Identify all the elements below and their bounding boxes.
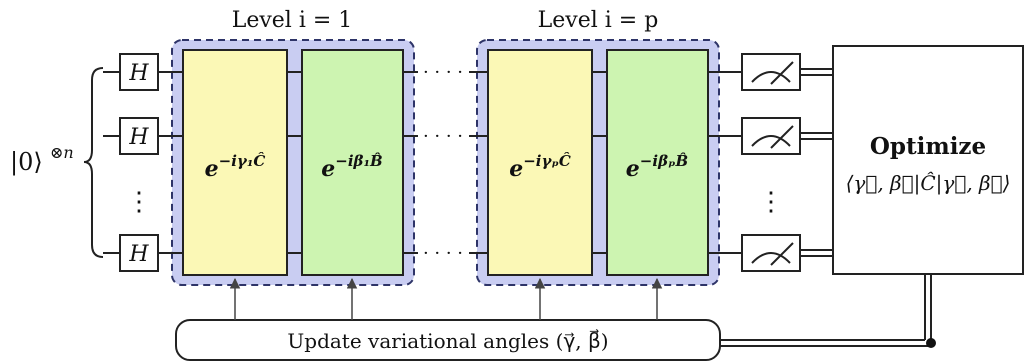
qubit-wires <box>103 71 742 254</box>
svg-text:H: H <box>128 125 149 150</box>
measurement-meter-icon <box>741 117 801 155</box>
horizontal-ellipsis: · · · · <box>423 62 463 83</box>
input-brace <box>83 67 104 258</box>
input-state-ket: |0⟩ <box>10 148 43 177</box>
update-angles-box <box>175 319 721 361</box>
optimizer-box <box>832 45 1024 275</box>
hadamard-gate: H <box>119 53 159 91</box>
parameter-arrows <box>229 277 663 320</box>
level-p-title: Level i = p <box>538 8 659 33</box>
cost-gate-label-level-p: e−iγₚĈ <box>509 152 571 182</box>
optimizer-expression: ⟨γ⃗, β⃗|Ĉ|γ⃗, β⃗⟩ <box>846 170 1011 196</box>
svg-text:H: H <box>128 242 149 267</box>
update-angles-label: Update variational angles (γ⃗, β⃗) <box>287 328 608 353</box>
mixer-gate-level-p <box>606 49 709 276</box>
optimizer-title: Optimize <box>870 133 986 160</box>
junction-dot <box>926 338 936 348</box>
measurement-meter-icon <box>741 234 801 272</box>
classical-wires <box>800 68 833 257</box>
svg-text:H: H <box>128 61 149 86</box>
cost-gate-level-p <box>487 49 593 276</box>
vertical-ellipsis: ⋮ <box>758 187 784 217</box>
input-state-power: ⊗n <box>50 143 74 162</box>
horizontal-ellipsis: · · · · <box>423 126 463 147</box>
cost-gate-label-level-1: e−iγ₁Ĉ <box>205 152 266 182</box>
mixer-gate-level-1 <box>301 49 404 276</box>
mixer-gate-label-level-1: e−iβ₁B̂ <box>321 152 382 182</box>
measurement-meter-icon <box>741 53 801 91</box>
hadamard-gate: H <box>119 234 159 272</box>
horizontal-ellipsis: · · · · <box>423 243 463 264</box>
hadamard-gate: H <box>119 117 159 155</box>
vertical-ellipsis: ⋮ <box>126 187 152 217</box>
level-1-title: Level i = 1 <box>232 8 353 33</box>
cost-gate-level-1 <box>182 49 288 276</box>
feedback-wire <box>720 274 932 347</box>
mixer-gate-label-level-p: e−iβₚB̂ <box>626 152 688 182</box>
